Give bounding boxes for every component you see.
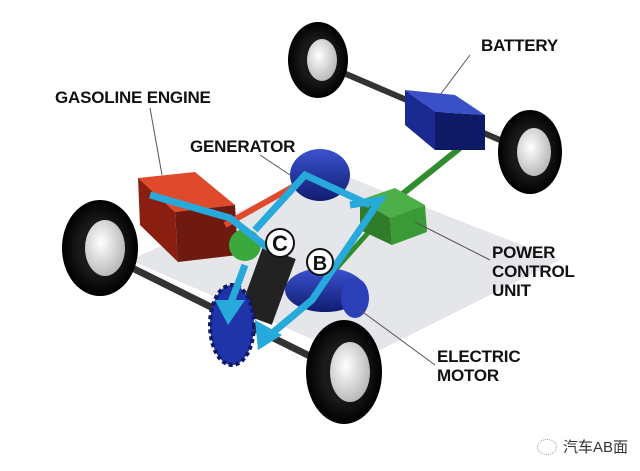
energy-flow-paths	[149, 170, 388, 338]
power-split-device	[238, 246, 296, 325]
label-motor-line2: MOTOR	[437, 366, 499, 385]
battery-pack	[405, 90, 485, 150]
label-pcu-line2: CONTROL	[492, 262, 575, 281]
wheel-rear-left	[288, 22, 348, 98]
marker-c-label: C	[272, 231, 288, 256]
label-electric-motor: ELECTRIC MOTOR	[437, 347, 521, 385]
watermark-text: 汽车AB面	[562, 439, 628, 456]
label-power-control-unit: POWER CONTROL UNIT	[492, 243, 575, 300]
flow-arrow-b	[255, 320, 282, 350]
label-pcu-line3: UNIT	[492, 281, 531, 300]
wheel-front-right	[306, 320, 382, 424]
power-control-unit	[360, 188, 427, 245]
marker-b-label: B	[313, 253, 327, 275]
wechat-icon	[536, 438, 557, 455]
label-pcu-line1: POWER	[492, 243, 556, 262]
flow-arrow-c	[215, 300, 245, 325]
wheel-front-left	[62, 200, 138, 296]
label-battery: BATTERY	[481, 36, 558, 55]
label-motor-line1: ELECTRIC	[437, 347, 521, 366]
wheel-rear-right	[498, 110, 562, 194]
marker-c: C	[265, 228, 295, 258]
marker-b: B	[306, 248, 334, 276]
label-gasoline-engine: GASOLINE ENGINE	[55, 88, 211, 107]
watermark: 汽车AB面	[536, 436, 628, 457]
label-generator: GENERATOR	[190, 137, 296, 156]
leader-lines	[149, 54, 491, 366]
